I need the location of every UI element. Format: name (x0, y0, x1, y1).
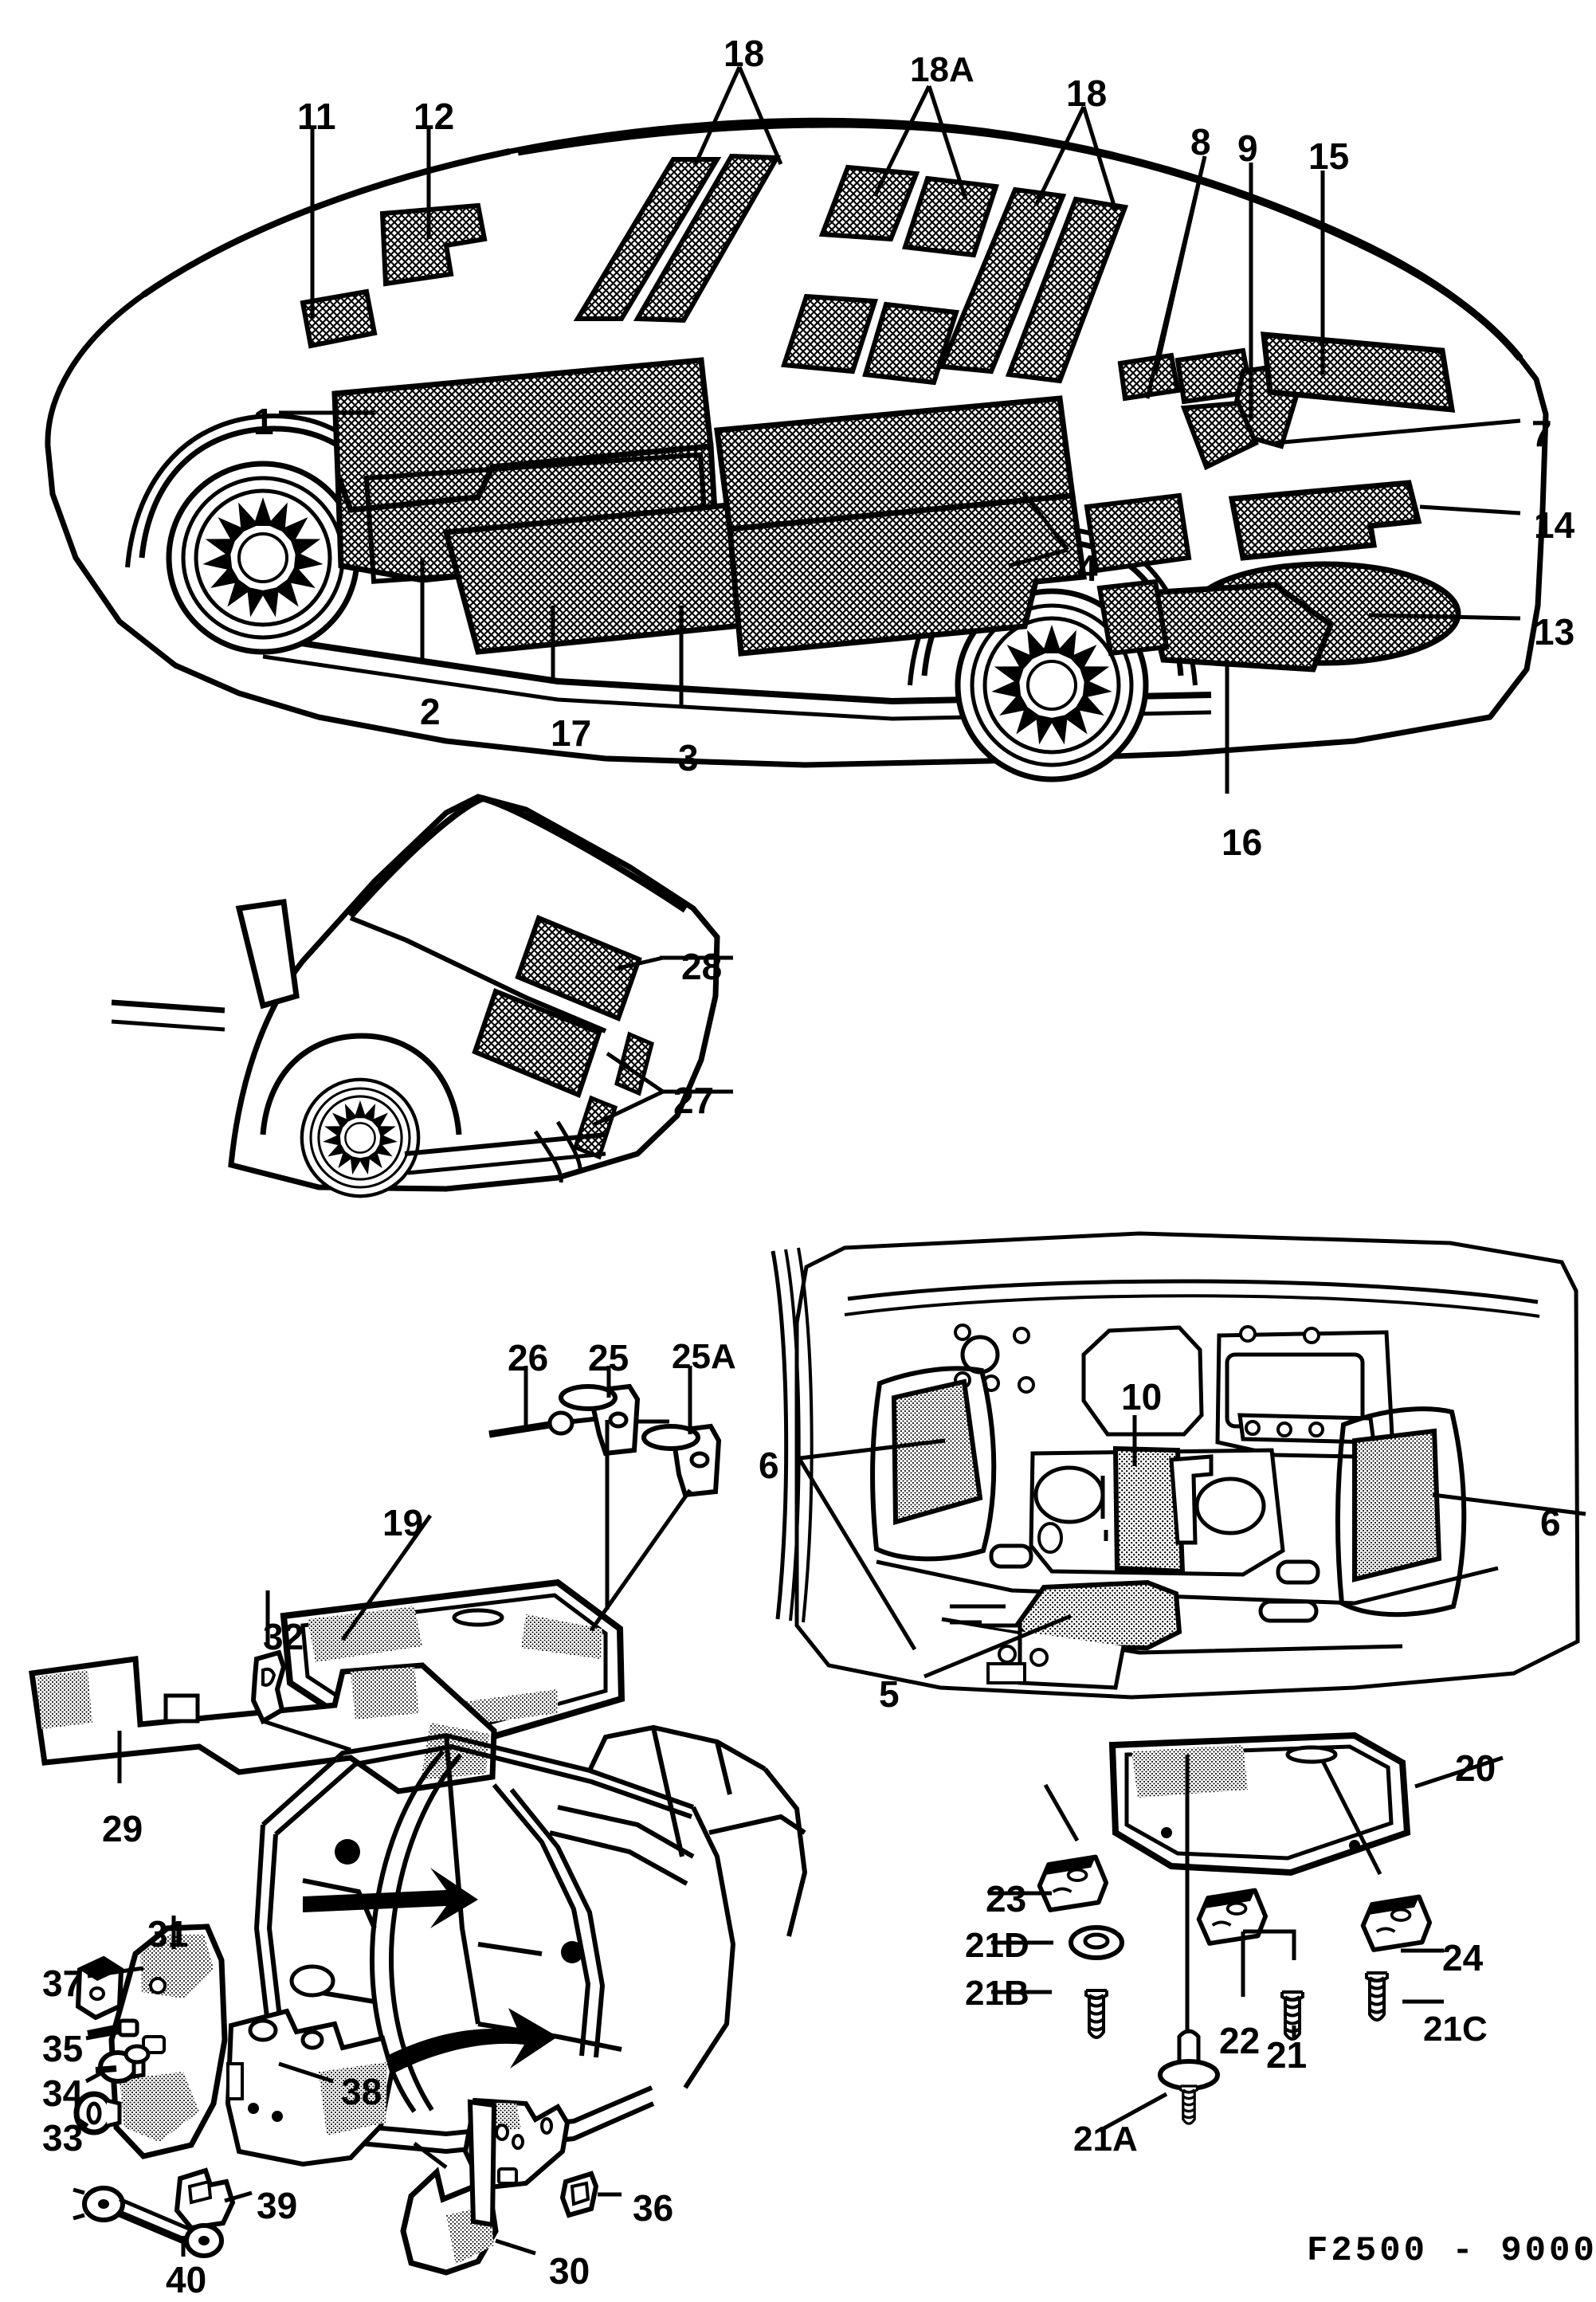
callout-39: 39 (257, 2185, 298, 2226)
callout-21b: 21B (965, 1974, 1029, 2013)
callout-21c: 21C (1423, 2010, 1488, 2049)
part-21a-screw (1158, 2029, 1220, 2125)
callout-27: 27 (673, 1080, 715, 1121)
part-34-bolt (95, 2044, 151, 2084)
rear-hatch-view (111, 794, 733, 1196)
callout-20: 20 (1455, 1747, 1496, 1789)
callout-21a: 21A (1073, 2120, 1138, 2159)
part-23-clip (1040, 1857, 1107, 1911)
callout-11: 11 (297, 96, 336, 137)
callout-25: 25 (588, 1337, 629, 1378)
part-11-pad (300, 288, 378, 349)
callout-31: 31 (147, 1913, 189, 1955)
assembly-arrow-upper (303, 1868, 478, 1928)
assembly-arrow-lower (359, 2008, 558, 2086)
bulkhead-leaders (340, 1366, 1586, 2133)
part-21d-washer (1069, 1925, 1124, 1960)
rear-leaders (591, 955, 733, 1127)
callout-18: 18 (723, 33, 765, 74)
callout-23: 23 (986, 1878, 1027, 1920)
shell-leaders (76, 1590, 622, 2257)
part-39-clip (174, 2167, 236, 2231)
part-27-strip-a (614, 1031, 654, 1096)
callout-16: 16 (1222, 822, 1263, 863)
callout-29: 29 (102, 1808, 143, 1849)
callout-30: 30 (549, 2250, 590, 2292)
part-25a-clip (641, 1423, 722, 1498)
body-shell-view (29, 1590, 808, 2276)
roof-insulation-pads (573, 153, 1129, 386)
callout-12: 12 (414, 96, 455, 137)
callout-9: 9 (1237, 127, 1258, 169)
callout-32: 32 (263, 1616, 304, 1657)
part-28-pad-lower (472, 988, 602, 1099)
part-22-clip (1199, 1891, 1266, 1944)
callout-10: 10 (1121, 1376, 1163, 1418)
callout-17: 17 (551, 712, 592, 754)
callout-26: 26 (508, 1337, 549, 1378)
part-14-pad (1228, 480, 1422, 561)
callout-40: 40 (166, 2259, 207, 2300)
part-16-pad-b (1096, 578, 1170, 657)
callout-5: 5 (879, 1673, 900, 1715)
callout-6: 6 (759, 1445, 779, 1486)
callout-2: 2 (420, 691, 441, 732)
callout-14: 14 (1534, 504, 1575, 546)
part-28-pad-upper (515, 915, 642, 1022)
part-26-pin (488, 1410, 630, 1438)
callout-6: 6 (1540, 1502, 1561, 1543)
callout-25a: 25A (672, 1337, 736, 1376)
callout-3: 3 (678, 737, 699, 778)
part-6-pad-right (1352, 1428, 1442, 1582)
part-10-pad (1112, 1445, 1186, 1575)
part-24-clip (1363, 1897, 1430, 1951)
callout-1: 1 (253, 401, 274, 442)
part-15-pad (1261, 331, 1456, 413)
callout-38: 38 (341, 2071, 382, 2112)
callout-21: 21 (1266, 2034, 1308, 2076)
front-wheel (169, 464, 357, 652)
part-6-pad-left (891, 1378, 983, 1525)
callout-22: 22 (1219, 2020, 1261, 2061)
callout-28: 28 (681, 946, 723, 987)
callout-15: 15 (1308, 135, 1350, 177)
part-21b-screw (1084, 1989, 1108, 2039)
callout-37: 37 (42, 1963, 84, 2004)
diagram-code: F2500 - 9000 (1307, 2231, 1596, 2271)
part-12-pad (379, 202, 488, 287)
callout-36: 36 (633, 2187, 674, 2229)
part-32-clip (250, 1649, 287, 1725)
callout-13: 13 (1534, 611, 1575, 653)
part-21c-screw (1365, 1971, 1389, 2022)
callout-21d: 21D (965, 1926, 1029, 1965)
bulkhead-view (280, 1231, 1586, 2133)
part-27-strip-b (572, 1095, 618, 1160)
part-40-stay (73, 2186, 224, 2258)
callout-18: 18 (1066, 73, 1108, 114)
part-8-pad-c (1180, 400, 1259, 471)
callout-4: 4 (1077, 547, 1098, 589)
callout-19: 19 (382, 1502, 424, 1543)
callout-8: 8 (1190, 121, 1211, 163)
callout-35: 35 (42, 2028, 84, 2069)
leader-lines (279, 65, 1521, 794)
part-36-clip (559, 2171, 599, 2218)
part-8-pad-a (1117, 352, 1181, 402)
part-35-bolt (87, 2018, 139, 2037)
callout-33: 33 (42, 2117, 84, 2159)
callout-7: 7 (1531, 413, 1552, 454)
main-cutaway-view (45, 65, 1549, 794)
part-33-grommet (73, 2091, 122, 2135)
callout-34: 34 (42, 2073, 84, 2114)
callout-24: 24 (1442, 1937, 1484, 1978)
callout-18a: 18A (910, 50, 974, 89)
part-4-pad-side (1084, 492, 1192, 574)
part-25-clip (559, 1383, 669, 1457)
part-4-pad-lower (727, 492, 1087, 657)
